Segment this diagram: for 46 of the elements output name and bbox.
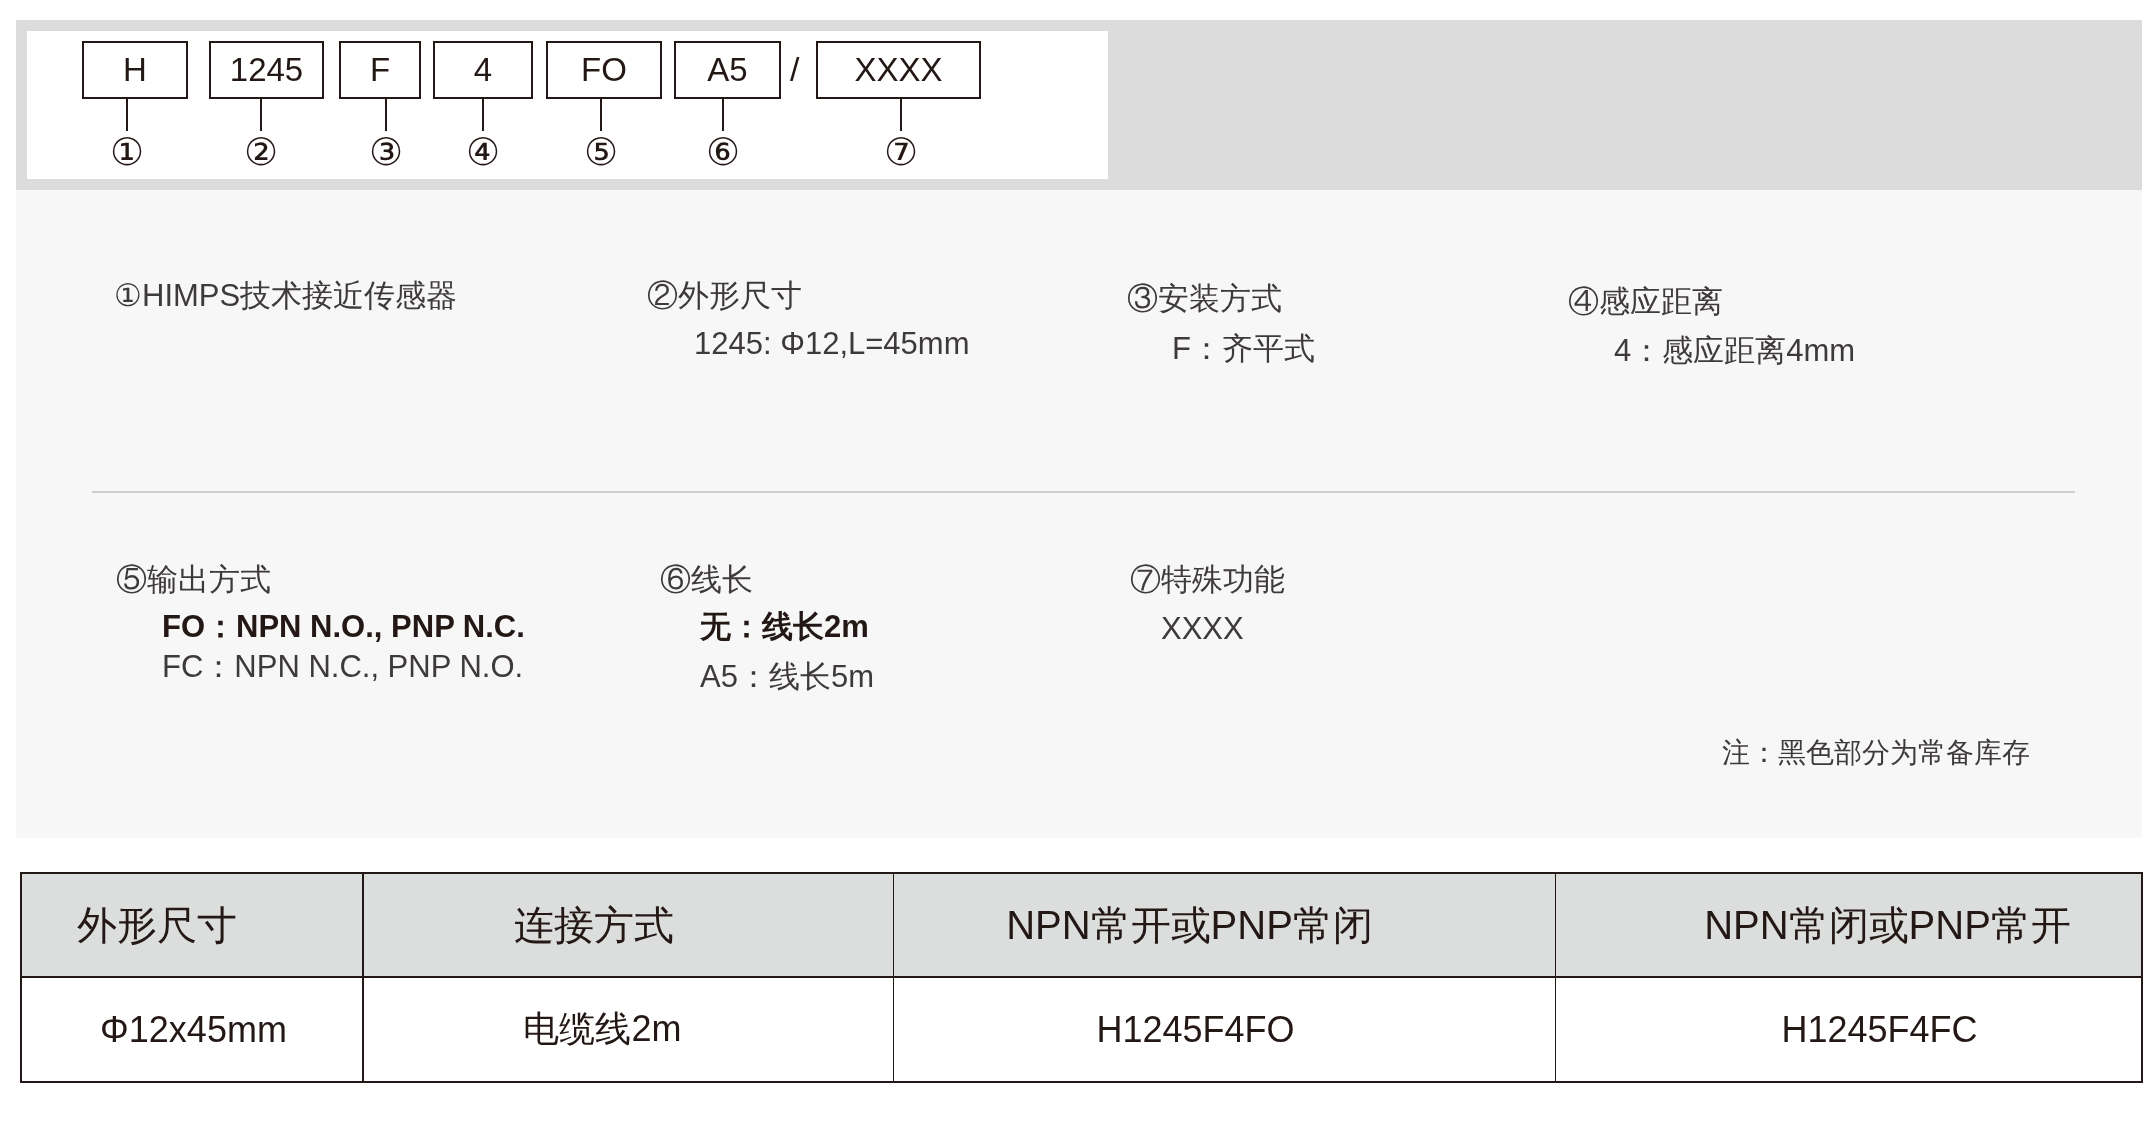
code-box: FO xyxy=(546,41,662,99)
item-value: 1245: Φ12,L=45mm xyxy=(694,326,970,362)
callout-number: ④ xyxy=(462,131,504,173)
callout-number: ③ xyxy=(365,131,407,173)
item-value: 4：感应距离4mm xyxy=(1614,333,1856,369)
item-value: A5：线长5m xyxy=(700,659,874,695)
item-value: 无：线长2m xyxy=(700,609,869,645)
note-text: 注：黑色部分为常备库存 xyxy=(1722,736,2030,770)
code-box: 1245 xyxy=(209,41,324,99)
item-heading: ②外形尺寸 xyxy=(647,278,802,314)
item-heading: ⑤输出方式 xyxy=(116,562,271,598)
item-value: XXXX xyxy=(1161,611,1244,647)
table-cell: Φ12x45mm xyxy=(20,978,364,1083)
item-heading: ④感应距离 xyxy=(1568,284,1723,320)
table-header-cell: NPN常闭或PNP常开 xyxy=(1556,872,2143,978)
leader-line xyxy=(722,98,724,132)
leader-line xyxy=(482,98,484,132)
item-value: FC：NPN N.C., PNP N.O. xyxy=(162,649,524,685)
table-cell: H1245F4FO xyxy=(894,978,1557,1083)
callout-number: ② xyxy=(240,131,282,173)
table-header-cell: 外形尺寸 xyxy=(20,872,364,978)
leader-line xyxy=(900,98,902,132)
item-heading: ⑥线长 xyxy=(660,562,753,598)
code-box: XXXX xyxy=(816,41,981,99)
item-heading: ⑦特殊功能 xyxy=(1130,562,1285,598)
callout-number: ⑦ xyxy=(880,131,922,173)
callout-number: ⑥ xyxy=(702,131,744,173)
code-box: A5 xyxy=(674,41,781,99)
leader-line xyxy=(600,98,602,132)
leader-line xyxy=(126,98,128,132)
code-separator: / xyxy=(790,50,800,90)
table-header-cell: 连接方式 xyxy=(364,872,895,978)
table-cell: 电缆线2m xyxy=(364,978,895,1083)
leader-line xyxy=(385,98,387,132)
item-value: FO：NPN N.O., PNP N.C. xyxy=(162,609,525,645)
code-box: F xyxy=(339,41,421,99)
item-value: F：齐平式 xyxy=(1172,331,1315,367)
item-heading: ③安装方式 xyxy=(1127,281,1282,317)
code-box: 4 xyxy=(433,41,533,99)
leader-line xyxy=(260,98,262,132)
item-heading: ①HIMPS技术接近传感器 xyxy=(114,278,458,314)
callout-number: ① xyxy=(106,131,148,173)
table-header-cell: NPN常开或PNP常闭 xyxy=(894,872,1557,978)
callout-number: ⑤ xyxy=(580,131,622,173)
code-box: H xyxy=(82,41,188,99)
table-cell: H1245F4FC xyxy=(1556,978,2143,1083)
